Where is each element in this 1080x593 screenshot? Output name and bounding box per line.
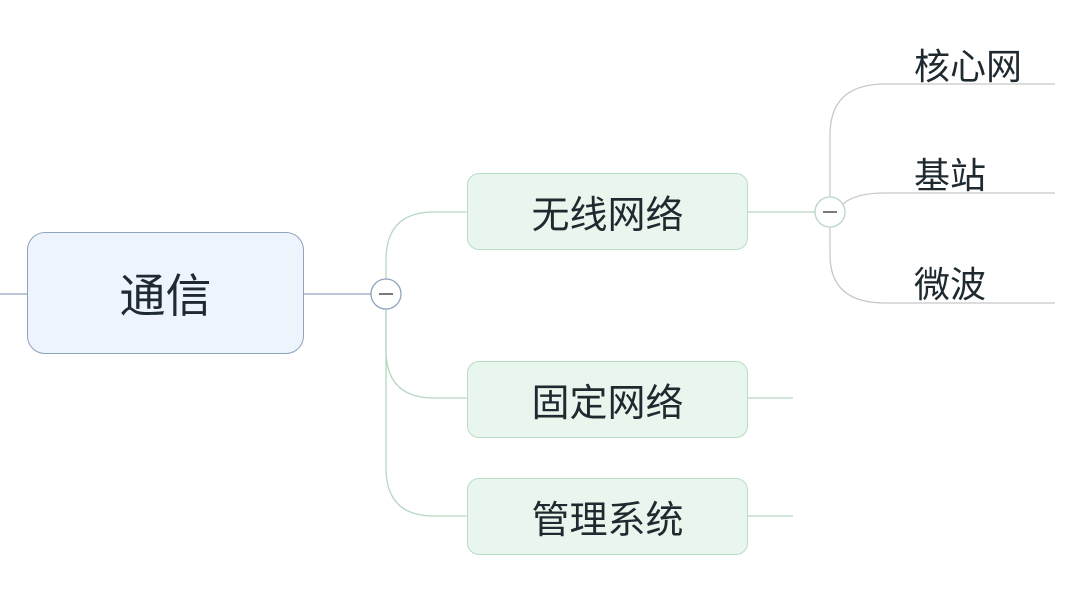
branch-node-wireless[interactable]: 无线网络	[467, 173, 748, 250]
branch-connector-management	[385, 309, 467, 517]
root-node[interactable]: 通信	[27, 232, 304, 354]
branch-label: 管理系统	[531, 498, 684, 542]
leaf-node-core-network[interactable]: 核心网	[914, 47, 1023, 88]
branch-label: 固定网络	[531, 381, 684, 425]
leaf-line-core	[829, 83, 1055, 197]
leaf-node-microwave[interactable]: 微波	[914, 265, 987, 306]
branch-node-management[interactable]: 管理系统	[467, 478, 748, 555]
collapse-toggle-root[interactable]	[370, 278, 402, 310]
leaf-line-microwave	[829, 227, 1055, 304]
collapse-toggle-wireless[interactable]	[814, 196, 846, 228]
branch-label: 无线网络	[531, 193, 684, 237]
branch-connector-fixed	[385, 309, 467, 399]
root-node-label: 通信	[119, 269, 212, 323]
leaf-line-base	[842, 192, 1055, 205]
leaf-node-base-station[interactable]: 基站	[914, 156, 987, 197]
branch-node-fixed[interactable]: 固定网络	[467, 361, 748, 438]
branch-connector-wireless	[385, 211, 467, 279]
